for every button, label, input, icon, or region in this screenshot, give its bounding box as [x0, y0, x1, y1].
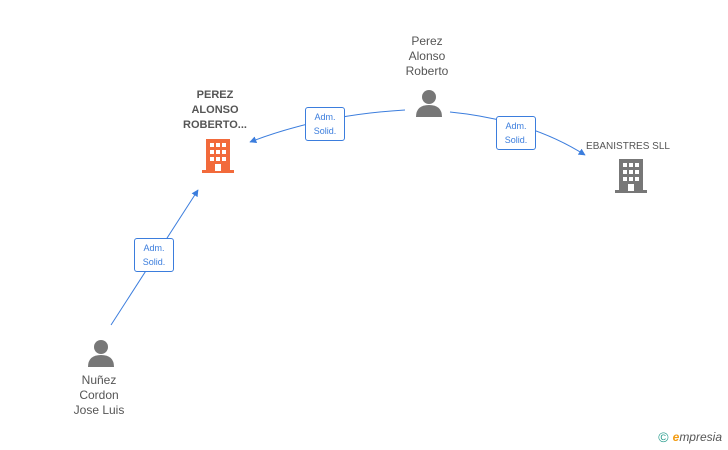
edge-role-line1: Adm.: [143, 243, 165, 253]
focus-company-line: ALONSO: [191, 104, 239, 116]
person-nunez-label[interactable]: Nuñez Cordon Jose Luis: [59, 373, 139, 418]
edge-role-badge[interactable]: Adm. Solid.: [305, 107, 345, 141]
edge-role-badge[interactable]: Adm. Solid.: [134, 238, 174, 272]
company-ebanistres-name: EBANISTRES SLL: [586, 141, 670, 152]
focus-company-line: PEREZ: [196, 89, 234, 101]
person-perez-line: Perez: [411, 34, 443, 48]
focus-company-line: ROBERTO...: [183, 119, 247, 131]
person-perez-label[interactable]: Perez Alonso Roberto: [387, 34, 467, 79]
copyright-icon: ©: [658, 429, 669, 445]
person-perez-line: Alonso: [408, 49, 446, 63]
edge-role-line1: Adm.: [314, 112, 336, 122]
person-icon[interactable]: [414, 88, 444, 118]
edge-role-line2: Solid.: [142, 257, 166, 267]
person-nunez-line: Cordon: [79, 388, 119, 402]
focus-company-label[interactable]: PEREZ ALONSO ROBERTO...: [170, 88, 260, 133]
edge-role-line2: Solid.: [504, 135, 528, 145]
company-ebanistres-label[interactable]: EBANISTRES SLL: [578, 139, 678, 154]
edge-role-line2: Solid.: [313, 126, 337, 136]
building-icon[interactable]: [201, 138, 235, 174]
person-icon[interactable]: [86, 338, 116, 368]
brand-logo-e: e: [672, 430, 680, 444]
person-perez-line: Roberto: [405, 64, 449, 78]
building-icon[interactable]: [614, 158, 648, 194]
person-nunez-line: Nuñez: [81, 373, 117, 387]
edge-role-line1: Adm.: [505, 121, 527, 131]
person-nunez-line: Jose Luis: [73, 403, 125, 417]
empresia-brand: ©empresia: [658, 429, 722, 445]
edge-role-badge[interactable]: Adm. Solid.: [496, 116, 536, 150]
brand-logo-text: mpresia: [679, 430, 722, 444]
